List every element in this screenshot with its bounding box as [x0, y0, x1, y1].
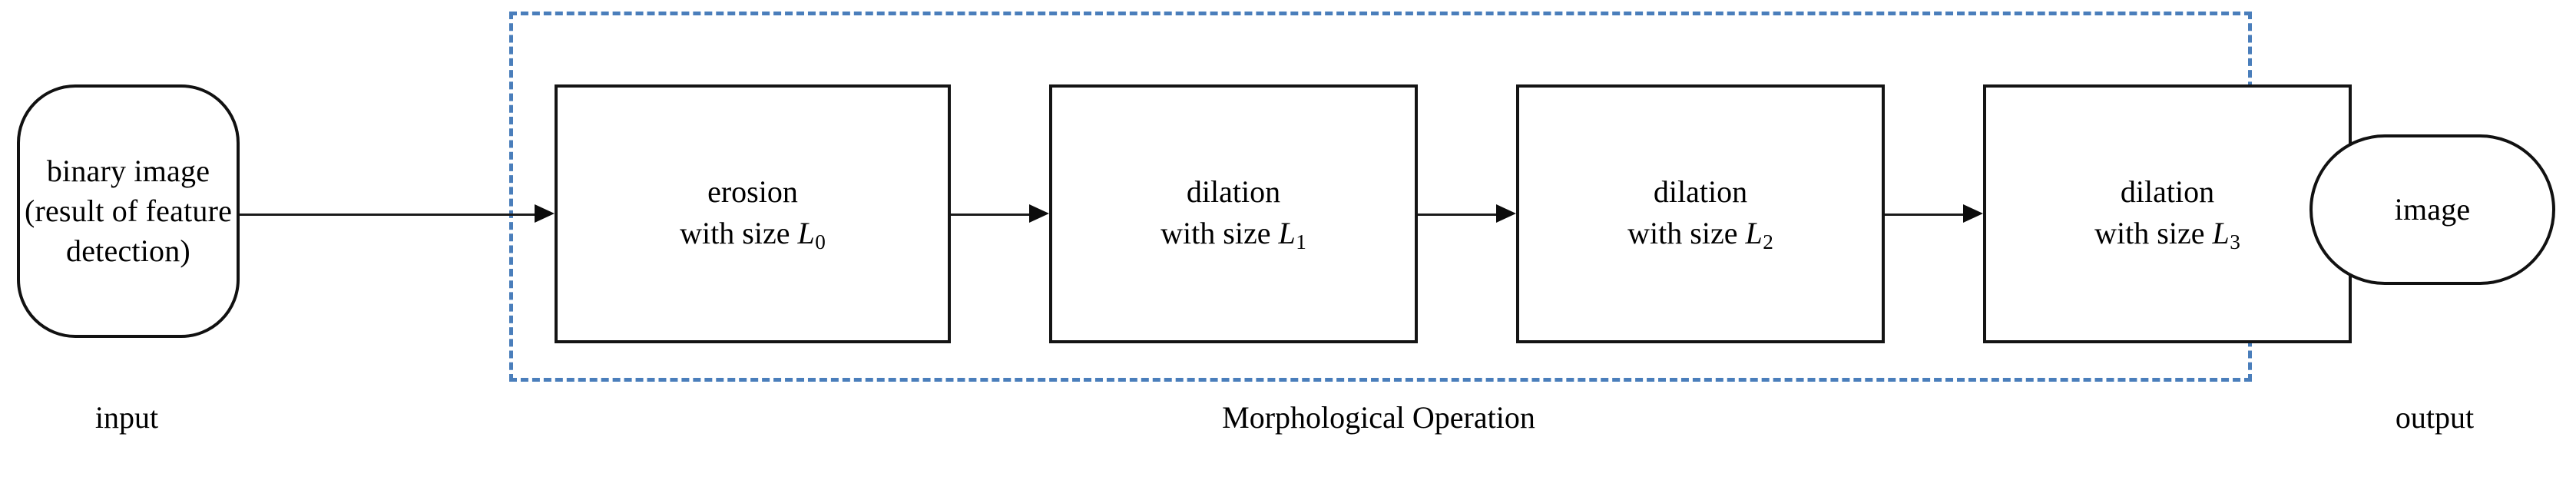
arrowhead-icon [1496, 204, 1516, 223]
process-step-2-size: with size L1 [1161, 213, 1306, 257]
output-node-label: image [2384, 190, 2482, 230]
process-step-1-subscript: 0 [815, 230, 826, 254]
process-step-4-subscript: 3 [2230, 230, 2240, 254]
process-step-3-symbol: L2 [1745, 215, 1773, 254]
connector-shaft [951, 214, 1031, 216]
process-step-4-label: dilation with size L3 [2094, 171, 2240, 257]
output-node-image[interactable]: image [2309, 134, 2555, 285]
arrowhead-icon [535, 204, 555, 223]
process-step-2-size-prefix: with size [1161, 215, 1279, 250]
process-step-2-label: dilation with size L1 [1161, 171, 1306, 257]
process-step-1-size-prefix: with size [680, 215, 798, 250]
process-step-3-dilation[interactable]: dilation with size L2 [1516, 84, 1885, 343]
input-node-line-1: binary image [46, 154, 210, 188]
arrowhead-icon [1029, 204, 1049, 223]
process-step-4-size: with size L3 [2094, 213, 2240, 257]
process-step-3-size: with size L2 [1627, 213, 1773, 257]
process-step-2-operation: dilation [1186, 174, 1281, 210]
connector-shaft [240, 214, 536, 216]
process-step-3-size-prefix: with size [1627, 215, 1746, 250]
input-node-line-3: detection) [66, 233, 190, 268]
process-step-1-erosion[interactable]: erosion with size L0 [555, 84, 951, 343]
process-step-1-label: erosion with size L0 [680, 171, 826, 257]
caption-output: output [2395, 400, 2475, 435]
input-node-label: binary image (result of feature detectio… [14, 151, 243, 271]
process-step-4-symbol: L3 [2212, 215, 2240, 254]
connector-shaft [1885, 214, 1965, 216]
process-step-4-dilation[interactable]: dilation with size L3 [1983, 84, 2352, 343]
caption-morphological-operation: Morphological Operation [1222, 400, 1535, 435]
process-step-2-subscript: 1 [1296, 230, 1306, 254]
process-step-1-size: with size L0 [680, 213, 826, 257]
process-step-1-operation: erosion [707, 174, 798, 210]
process-step-3-operation: dilation [1653, 174, 1748, 210]
arrowhead-icon [1963, 204, 1983, 223]
caption-input: input [94, 400, 159, 435]
input-node-line-2: (result of feature [24, 194, 233, 228]
output-node-line-1: image [2394, 192, 2471, 227]
process-step-4-size-prefix: with size [2094, 215, 2213, 250]
process-step-1-symbol: L0 [797, 215, 826, 254]
process-step-4-operation: dilation [2120, 174, 2215, 210]
process-step-3-label: dilation with size L2 [1627, 171, 1773, 257]
process-step-3-subscript: 2 [1763, 230, 1773, 254]
process-step-2-symbol: L1 [1278, 215, 1306, 254]
input-node-binary-image[interactable]: binary image (result of feature detectio… [17, 84, 240, 338]
process-step-2-dilation[interactable]: dilation with size L1 [1049, 84, 1418, 343]
connector-shaft [1418, 214, 1498, 216]
